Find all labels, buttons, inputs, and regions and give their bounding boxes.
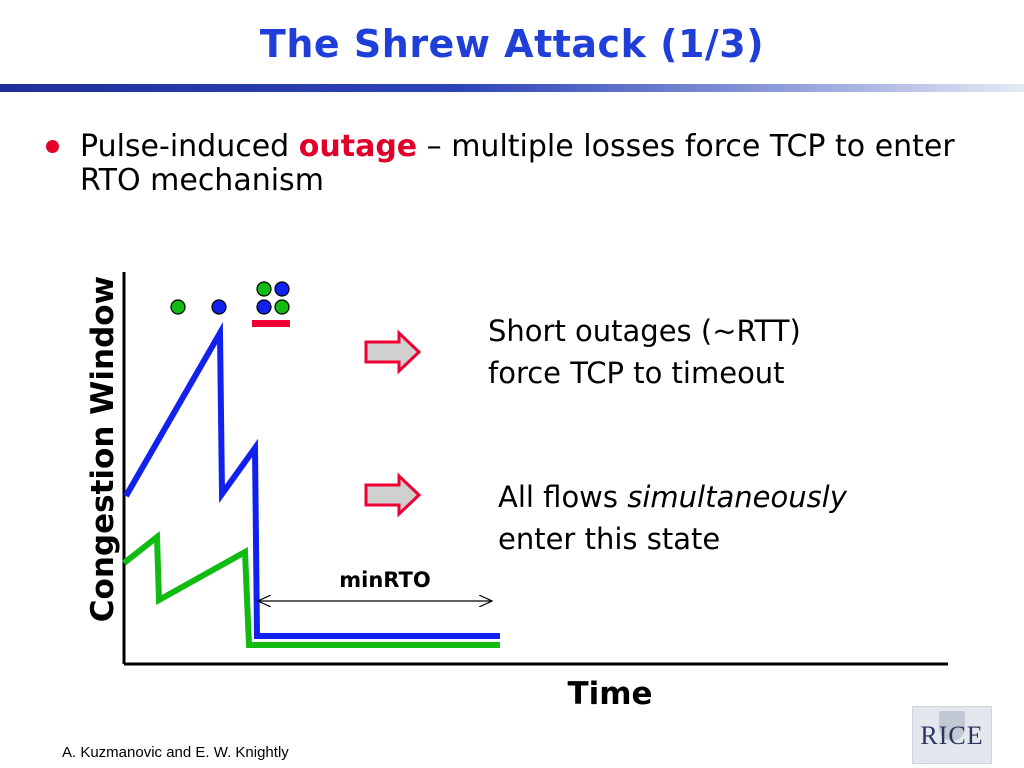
note-prefix: All flows <box>498 480 628 514</box>
note-all-flows: All flows simultaneously enter this stat… <box>498 476 847 560</box>
blue-flow-line <box>123 322 500 639</box>
outage-bar <box>252 320 290 327</box>
right-arrow-icon <box>364 329 422 375</box>
slide-title: The Shrew Attack (1/3) <box>259 22 765 66</box>
right-arrow-icon <box>364 472 422 518</box>
bullet-highlight: outage <box>298 129 418 164</box>
bullet-text: Pulse-induced outage – multiple losses f… <box>80 130 1000 198</box>
logo-text: RICE <box>920 721 984 750</box>
footer-authors: A. Kuzmanovic and E. W. Knightly <box>62 744 289 761</box>
note-short-outages: Short outages (~RTT) force TCP to timeou… <box>488 310 801 394</box>
packet-blue <box>211 299 227 315</box>
bullet-prefix: Pulse-induced <box>80 129 299 164</box>
packet-green <box>256 281 272 297</box>
note-line: force TCP to timeout <box>488 356 785 390</box>
y-axis-label: Congestion Window <box>85 275 121 623</box>
note-emphasis: simultaneously <box>627 480 847 514</box>
x-axis-label: Time <box>567 676 653 712</box>
packet-group <box>170 281 290 315</box>
packet-blue <box>256 299 272 315</box>
packet-green <box>274 299 290 315</box>
packet-green <box>170 299 186 315</box>
shield-icon <box>939 711 965 741</box>
bullet-icon <box>46 140 59 153</box>
note-line: enter this state <box>498 522 721 556</box>
rice-logo: RICE <box>912 706 992 764</box>
note-line: All flows simultaneously <box>498 476 847 518</box>
packet-blue <box>274 281 290 297</box>
green-flow-line <box>122 530 500 648</box>
note-line: Short outages (~RTT) <box>488 314 801 348</box>
title-divider <box>0 84 1024 92</box>
minrto-label: minRTO <box>339 568 431 592</box>
bullet-suffix: – multiple losses force TCP to enter RTO… <box>80 129 955 198</box>
